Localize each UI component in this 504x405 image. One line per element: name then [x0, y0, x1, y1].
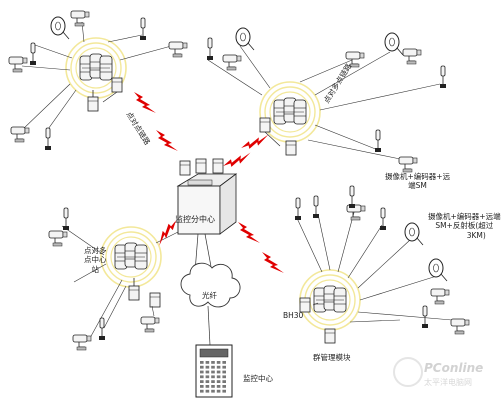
keypad-key	[211, 389, 215, 393]
keypad-key	[211, 375, 215, 379]
cluster-left-middle	[48, 207, 187, 351]
keypad-key	[211, 385, 215, 388]
label-p2mp-center-line2: 点中心	[84, 255, 107, 265]
wireless-link-bottomright	[238, 222, 284, 273]
keypad-key	[205, 370, 210, 374]
keypad-key	[211, 365, 215, 369]
keypad-key	[200, 389, 204, 393]
label-camera-encoder-sm: 摄像机+编码器+远 端SM	[385, 172, 450, 191]
keypad-key	[216, 389, 221, 393]
watermark-sub: 太平洋电脑网	[424, 378, 472, 387]
label-camera-encoder-line2: 端SM	[408, 181, 427, 191]
keypad-key	[222, 385, 226, 388]
label-cluster-module: 群管理模块	[313, 353, 351, 362]
keypad-key	[216, 380, 221, 383]
keypad-key	[205, 385, 210, 388]
keypad-key	[211, 380, 215, 383]
label-p2mp-center-line1: 点对多	[84, 246, 107, 255]
label-p2mp-center-line3: 站	[91, 264, 100, 274]
fiber-cloud	[180, 262, 241, 346]
label-monitor-center: 监控中心	[243, 374, 273, 383]
monitor-subcenter-hub	[176, 158, 238, 273]
keypad-key	[211, 361, 215, 364]
watermark-brand: PConline	[424, 361, 484, 375]
label-camera-encoder-line1: 摄像机+编码器+远	[385, 172, 451, 181]
keypad-key	[200, 361, 204, 364]
keypad-key	[200, 365, 204, 369]
keypad-key	[216, 385, 221, 388]
keypad-key	[222, 389, 226, 393]
keypad-key	[200, 370, 204, 374]
pconline-watermark	[393, 357, 423, 387]
keypad-key	[205, 389, 210, 393]
label-p2mp-center: 点对多 点中心 站	[84, 246, 107, 274]
monitor-center-terminal	[195, 344, 233, 398]
keypad-key	[200, 385, 204, 388]
keypad-key	[222, 375, 226, 379]
keypad-key	[222, 370, 226, 374]
wireless-link-topright	[223, 127, 269, 174]
cluster-bottom-right	[294, 185, 470, 344]
keypad-key	[216, 361, 221, 364]
keypad-key	[200, 380, 204, 383]
label-fiber: 光纤	[202, 291, 217, 300]
keypad-key	[205, 365, 210, 369]
label-camera-reflector-line3: 3KM)	[466, 230, 486, 240]
label-camera-reflector-line1: 摄像机+编码器+远端	[428, 212, 501, 221]
keypad-key	[216, 365, 221, 369]
keypad-key	[205, 380, 210, 383]
keypad-key	[222, 365, 226, 369]
label-camera-reflector: 摄像机+编码器+远端 SM+反射板(超过 3KM)	[428, 212, 501, 240]
keypad-key	[216, 375, 221, 379]
label-bh30: BH30	[283, 311, 304, 320]
keypad-key	[222, 361, 226, 364]
keypad-key	[200, 375, 204, 379]
label-camera-reflector-line2: SM+反射板(超过	[435, 221, 494, 231]
keypad-key	[216, 370, 221, 374]
cluster-top-left	[8, 10, 188, 151]
keypad-key	[211, 370, 215, 374]
keypad-key	[205, 375, 210, 379]
keypad-key	[205, 361, 210, 364]
label-monitor-subcenter: 监控分中心	[175, 215, 215, 224]
cluster-top-right	[206, 27, 447, 173]
keypad-key	[222, 380, 226, 383]
